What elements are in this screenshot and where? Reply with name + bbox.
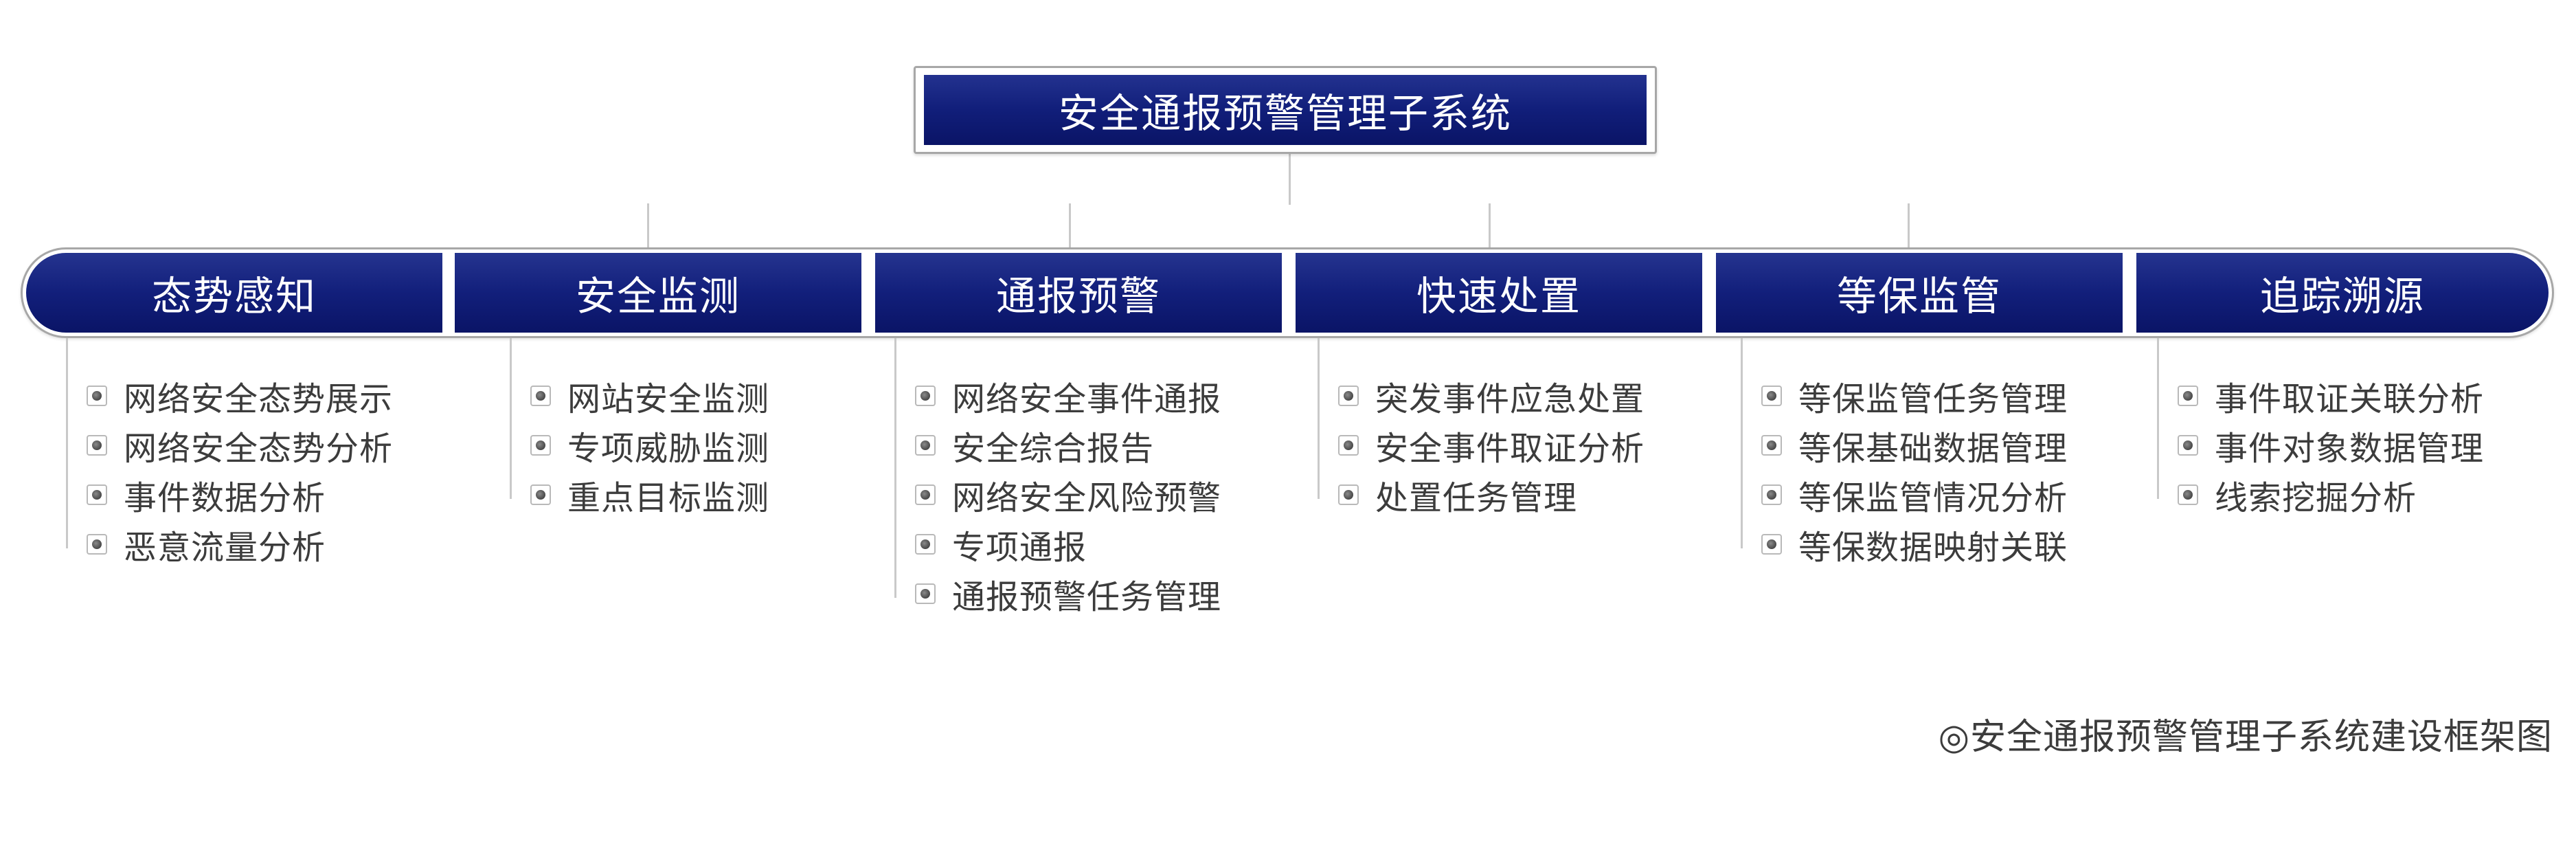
list-item: 安全综合报告 — [915, 421, 1154, 470]
list-item-label: 等保监管任务管理 — [1798, 380, 2068, 419]
bullet-icon — [1338, 484, 1359, 505]
list-item: 等保数据映射关联 — [1761, 520, 2068, 569]
list-item: 网站安全监测 — [530, 371, 769, 421]
bullet-icon — [2178, 484, 2198, 505]
list-item: 网络安全风险预警 — [915, 470, 1221, 520]
list-item: 事件对象数据管理 — [2178, 421, 2484, 470]
list-connector-6 — [2157, 338, 2159, 499]
list-item-label: 事件取证关联分析 — [2215, 380, 2485, 419]
bullet-icon — [1761, 435, 1782, 456]
list-item-label: 处置任务管理 — [1375, 479, 1578, 517]
list-item-label: 网络安全态势分析 — [124, 430, 394, 468]
bullet-icon — [915, 583, 936, 604]
bullet-icon — [87, 386, 107, 406]
branch-horizontal-connector — [647, 203, 1909, 205]
list-item: 安全事件取证分析 — [1338, 421, 1645, 470]
bullet-icon — [1761, 386, 1782, 406]
bullet-icon — [1761, 534, 1782, 555]
list-item-label: 网络安全事件通报 — [952, 380, 1222, 419]
list-item: 重点目标监测 — [530, 470, 769, 520]
list-item-label: 网络安全风险预警 — [952, 479, 1222, 517]
list-item-label: 专项威胁监测 — [567, 430, 770, 468]
list-connector-4 — [1318, 338, 1320, 499]
bullet-icon — [530, 484, 551, 505]
list-item-label: 网络安全态势展示 — [124, 380, 394, 419]
list-item: 等保基础数据管理 — [1761, 421, 2068, 470]
branch-stub-3 — [1489, 203, 1491, 247]
root-node: 安全通报预警管理子系统 — [914, 66, 1657, 154]
list-item: 事件数据分析 — [87, 470, 326, 520]
list-item-label: 突发事件应急处置 — [1375, 380, 1645, 419]
list-item: 通报预警任务管理 — [915, 569, 1221, 618]
list-item-label: 重点目标监测 — [567, 479, 770, 517]
bullet-icon — [87, 484, 107, 505]
category-trace-source: 追踪溯源 — [2136, 253, 2549, 333]
branch-stub-4 — [1908, 203, 1910, 247]
list-item-label: 等保数据映射关联 — [1798, 528, 2068, 567]
category-protection-supervision: 等保监管 — [1716, 253, 2123, 333]
bullet-icon — [2178, 435, 2198, 456]
branch-stub-1 — [647, 203, 649, 247]
bullet-icon — [87, 534, 107, 555]
list-item-label: 安全综合报告 — [952, 430, 1155, 468]
list-item: 专项通报 — [915, 520, 1087, 569]
bullet-icon — [1338, 386, 1359, 406]
list-item-label: 网站安全监测 — [567, 380, 770, 419]
list-item: 网络安全态势展示 — [87, 371, 393, 421]
category-security-monitoring: 安全监测 — [455, 253, 861, 333]
root-connector — [1289, 154, 1291, 205]
list-item-label: 等保监管情况分析 — [1798, 479, 2068, 517]
list-connector-2 — [510, 338, 512, 499]
list-item: 线索挖掘分析 — [2178, 470, 2417, 520]
list-item: 专项威胁监测 — [530, 421, 769, 470]
bullet-icon — [1761, 484, 1782, 505]
list-item: 事件取证关联分析 — [2178, 371, 2484, 421]
list-item-label: 线索挖掘分析 — [2215, 479, 2417, 517]
bullet-icon — [915, 534, 936, 555]
bullet-icon — [530, 435, 551, 456]
list-item: 等保监管情况分析 — [1761, 470, 2068, 520]
branch-stub-2 — [1069, 203, 1071, 247]
list-item: 恶意流量分析 — [87, 520, 326, 569]
bullet-icon — [1338, 435, 1359, 456]
list-item-label: 恶意流量分析 — [124, 528, 326, 567]
list-item-label: 安全事件取证分析 — [1375, 430, 1645, 468]
list-connector-1 — [66, 338, 68, 548]
list-item-label: 等保基础数据管理 — [1798, 430, 2068, 468]
list-item-label: 通报预警任务管理 — [952, 578, 1222, 616]
list-item: 等保监管任务管理 — [1761, 371, 2068, 421]
list-connector-3 — [894, 338, 896, 598]
list-item: 处置任务管理 — [1338, 470, 1577, 520]
list-item: 网络安全事件通报 — [915, 371, 1221, 421]
bullet-icon — [915, 435, 936, 456]
bullet-icon — [530, 386, 551, 406]
list-item-label: 专项通报 — [952, 528, 1087, 567]
category-rapid-response: 快速处置 — [1296, 253, 1702, 333]
bullet-icon — [915, 386, 936, 406]
root-title: 安全通报预警管理子系统 — [924, 75, 1647, 145]
list-item-label: 事件对象数据管理 — [2215, 430, 2485, 468]
category-situation-awareness: 态势感知 — [26, 253, 442, 333]
list-item: 网络安全态势分析 — [87, 421, 393, 470]
list-item: 突发事件应急处置 — [1338, 371, 1645, 421]
bullet-icon — [87, 435, 107, 456]
list-item-label: 事件数据分析 — [124, 479, 326, 517]
bullet-icon — [2178, 386, 2198, 406]
bullet-icon — [915, 484, 936, 505]
category-notification-warning: 通报预警 — [875, 253, 1282, 333]
figure-caption: ◎安全通报预警管理子系统建设框架图 — [1938, 717, 2553, 758]
category-bar — [21, 247, 2554, 338]
list-connector-5 — [1741, 338, 1743, 548]
